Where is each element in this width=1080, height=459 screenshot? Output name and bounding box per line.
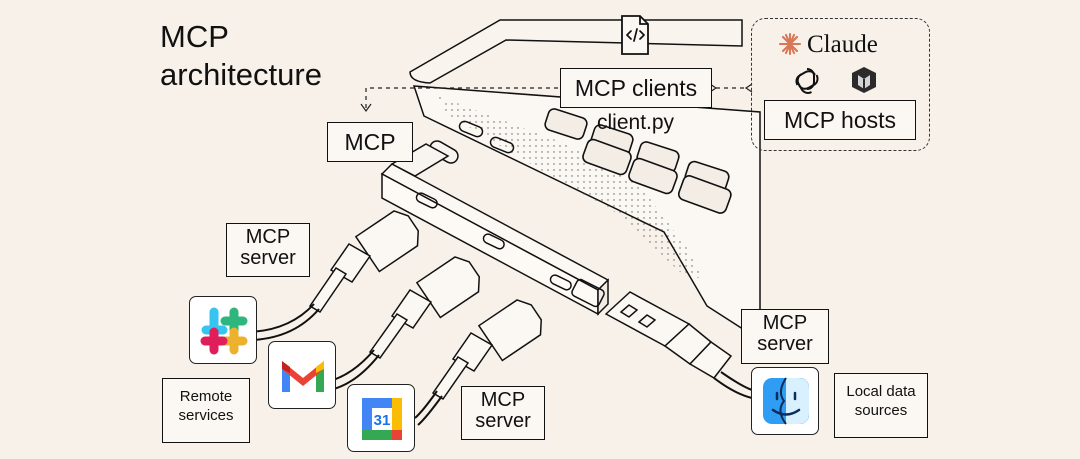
client-file-name: client.py <box>597 111 675 134</box>
usb-c-cable-gmail <box>325 256 481 391</box>
mcp-hosts-panel <box>751 18 930 151</box>
remote-services-line-1: Remote <box>179 388 233 405</box>
local-data-line-1: Local data <box>846 383 916 400</box>
local-server-line-1: MCP <box>762 312 808 334</box>
openai-logo-icon <box>795 68 819 94</box>
laptop-ports <box>458 120 515 154</box>
laptop-lid <box>409 19 743 84</box>
claude-brand: Claude <box>778 30 878 58</box>
slack-icon <box>200 307 248 355</box>
gmail-icon <box>282 361 324 392</box>
calendar-server-line-2: server <box>475 410 531 432</box>
remote-mcp-server-label: MCP server <box>226 223 310 277</box>
hub-laptop-plug <box>390 140 459 177</box>
mcp-hosts-label: MCP hosts <box>764 100 916 140</box>
perplexity-logo-icon <box>852 67 876 93</box>
remote-server-line-1: MCP <box>245 226 291 248</box>
usb-a-cable-local <box>604 291 753 399</box>
calendar-server-line-1: MCP <box>480 389 526 411</box>
local-server-line-2: server <box>757 333 813 355</box>
claude-logo-icon <box>778 32 802 56</box>
usb-c-cable-slack <box>249 210 420 341</box>
title-line-1: MCP <box>160 19 229 54</box>
mcp-clients-label: MCP clients <box>560 68 712 108</box>
finder-icon <box>763 377 809 425</box>
mcp-text: MCP <box>344 129 396 155</box>
remote-services-line-2: services <box>178 406 234 424</box>
speaker-grille <box>438 96 704 280</box>
google-calendar-icon: 31 <box>362 398 402 440</box>
mcp-label: MCP <box>327 122 413 162</box>
keyboard-keys <box>544 108 732 214</box>
local-data-line-2: sources <box>854 401 908 419</box>
gmail-service-tile <box>268 341 336 409</box>
clients-to-mcp-connector <box>365 87 558 110</box>
remote-server-line-2: server <box>240 247 296 269</box>
calendar-mcp-server-label: MCP server <box>461 386 545 440</box>
code-file-icon <box>621 15 649 55</box>
mcp-clients-text: MCP clients <box>574 75 698 101</box>
usb-c-cable-calendar <box>414 299 543 426</box>
calendar-service-tile: 31 <box>347 384 415 452</box>
slack-service-tile <box>189 296 257 364</box>
local-mcp-server-label: MCP server <box>741 309 829 364</box>
calendar-day-text: 31 <box>374 412 391 429</box>
claude-wordmark: Claude <box>807 30 878 58</box>
title-line-2: architecture <box>160 56 322 92</box>
local-data-sources-label: Local data sources <box>834 373 928 438</box>
remote-services-label: Remote services <box>162 378 250 443</box>
mcp-hosts-text: MCP hosts <box>783 107 897 133</box>
hub-ports <box>415 192 572 291</box>
page-title: MCP architecture <box>160 18 322 94</box>
mcp-hub-usb-port <box>571 278 605 308</box>
finder-local-tile <box>751 367 819 435</box>
